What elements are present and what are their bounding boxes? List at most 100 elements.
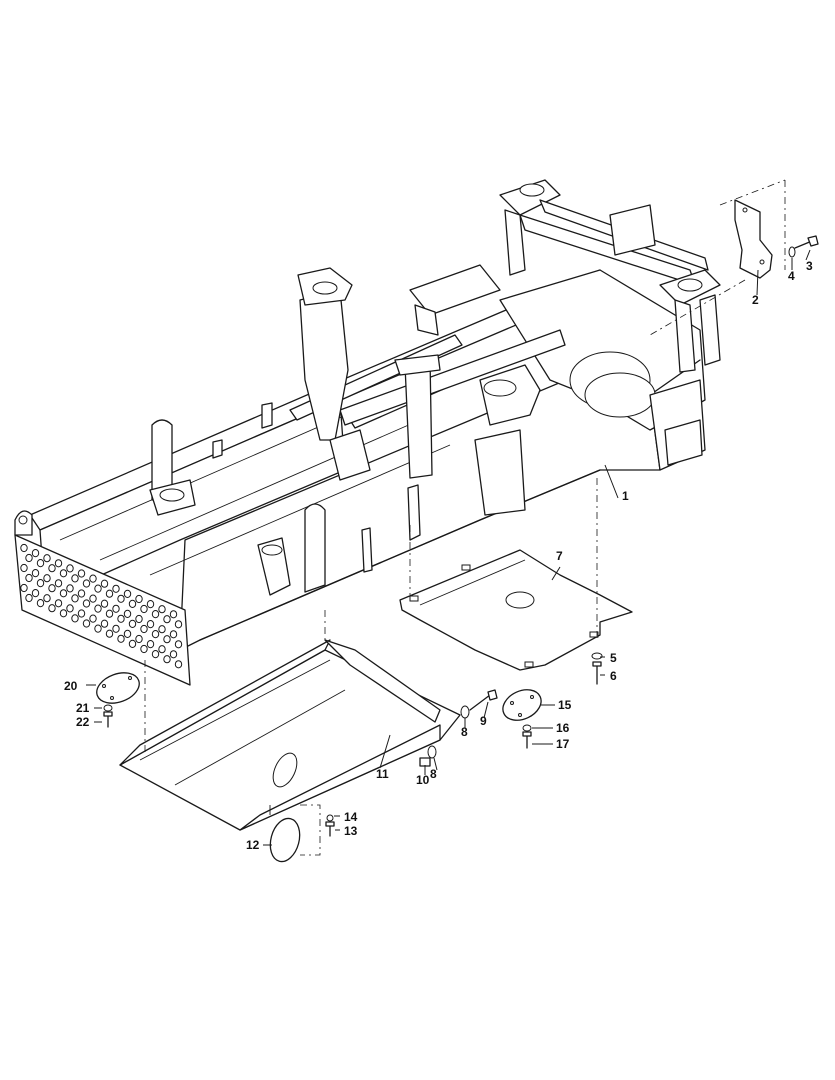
perforation-hole [20, 563, 28, 573]
plate-part-7 [399, 478, 633, 671]
perforation-hole [89, 614, 97, 623]
callout-7: 7 [556, 549, 563, 563]
callout-3: 3 [806, 259, 813, 273]
perforation-hole [89, 574, 97, 583]
perforation-hole [94, 624, 102, 633]
perforation-hole [163, 615, 171, 624]
perforation-hole [66, 564, 74, 573]
perforation-hole [158, 605, 166, 614]
perforation-hole [128, 619, 137, 629]
perforation-hole [174, 640, 183, 649]
perforation-hole [169, 630, 178, 639]
leader-lines [86, 249, 811, 846]
perforation-hole [100, 579, 109, 588]
perforation-hole [112, 584, 120, 593]
perforation-hole [71, 614, 79, 623]
callout-12: 12 [246, 838, 260, 852]
perforation-hole [25, 593, 33, 603]
fasteners-part-16-17 [522, 724, 532, 749]
perforation-hole [71, 594, 79, 603]
perforation-hole [36, 559, 45, 568]
perforation-hole [71, 574, 79, 583]
perforation-hole [169, 650, 178, 659]
perforation-hole [117, 634, 125, 643]
cover-part-20 [96, 672, 140, 704]
perforation-hole [158, 625, 166, 634]
rear-subframe [409, 179, 721, 373]
perforation-hole [31, 589, 40, 598]
perforation-hole [135, 594, 143, 604]
perforation-hole [25, 553, 33, 563]
perforation-hole [36, 579, 45, 588]
perforation-hole [89, 594, 97, 603]
callout-6: 6 [610, 669, 617, 683]
perforation-hole [123, 589, 132, 599]
bracket-part-2 [649, 179, 786, 336]
perforation-hole [43, 574, 51, 583]
perforation-hole [169, 610, 178, 619]
perforation-hole [20, 583, 28, 593]
perforation-hole [174, 620, 183, 629]
perforation-hole [135, 634, 143, 644]
perforation-hole [146, 600, 155, 609]
perforation-hole [146, 640, 155, 649]
perforation-hole [77, 589, 86, 598]
perforation-hole [123, 629, 132, 639]
perforation-hole [48, 584, 56, 593]
cover-part-12 [269, 804, 321, 863]
perforation-hole [112, 604, 120, 613]
perforation-hole [77, 569, 86, 578]
perforation-hole [48, 604, 56, 613]
fasteners-part-5-6 [591, 652, 603, 685]
perforation-hole [174, 660, 183, 669]
perforation-hole [140, 624, 148, 634]
perforation-hole [163, 655, 171, 664]
callout-8a: 8 [461, 725, 468, 739]
perforation-hole [36, 599, 45, 608]
callout-13: 13 [344, 824, 358, 838]
callout-11: 11 [376, 767, 389, 781]
perforation-hole [94, 584, 102, 593]
perforation-hole [94, 604, 102, 613]
callout-1: 1 [622, 489, 629, 503]
perforation-hole [43, 554, 51, 563]
perforation-hole [135, 614, 143, 624]
perforation-hole [82, 619, 91, 628]
perforation-hole [140, 604, 148, 614]
callout-2: 2 [752, 293, 759, 307]
perforation-hole [59, 569, 68, 578]
perforation-hole [100, 599, 109, 608]
perforation-hole [25, 573, 33, 583]
pan-part-11 [119, 610, 461, 831]
callout-22: 22 [76, 715, 90, 729]
callout-16: 16 [556, 721, 570, 735]
perforation-hole [43, 594, 51, 603]
perforation-hole [105, 609, 114, 618]
perforation-hole [54, 599, 63, 608]
callout-5: 5 [610, 651, 617, 665]
perforation-hole [151, 650, 160, 659]
perforation-hole [146, 620, 155, 629]
frame-uprights [149, 267, 541, 596]
perforation-hole [59, 589, 68, 598]
bolt-part-3 [794, 235, 819, 249]
perforation-hole [128, 639, 137, 649]
perforation-hole [59, 609, 68, 618]
callout-21: 21 [76, 701, 90, 715]
perforation-hole [100, 619, 109, 628]
perforation-hole [54, 579, 63, 588]
perforation-hole [54, 559, 63, 568]
perforation-hole [128, 599, 137, 609]
perforation-hole [82, 579, 91, 588]
perforation-hole [20, 543, 28, 553]
perforation-hole [140, 644, 148, 654]
cover-part-15 [502, 689, 542, 721]
callout-10: 10 [416, 773, 430, 787]
perforation-hole [112, 624, 120, 633]
callout-17: 17 [556, 737, 570, 751]
fasteners-part-13-14 [325, 814, 335, 837]
perforation-hole [163, 635, 171, 644]
perforation-hole [117, 594, 125, 603]
perforation-hole [48, 564, 56, 573]
perforation-hole [77, 609, 86, 618]
